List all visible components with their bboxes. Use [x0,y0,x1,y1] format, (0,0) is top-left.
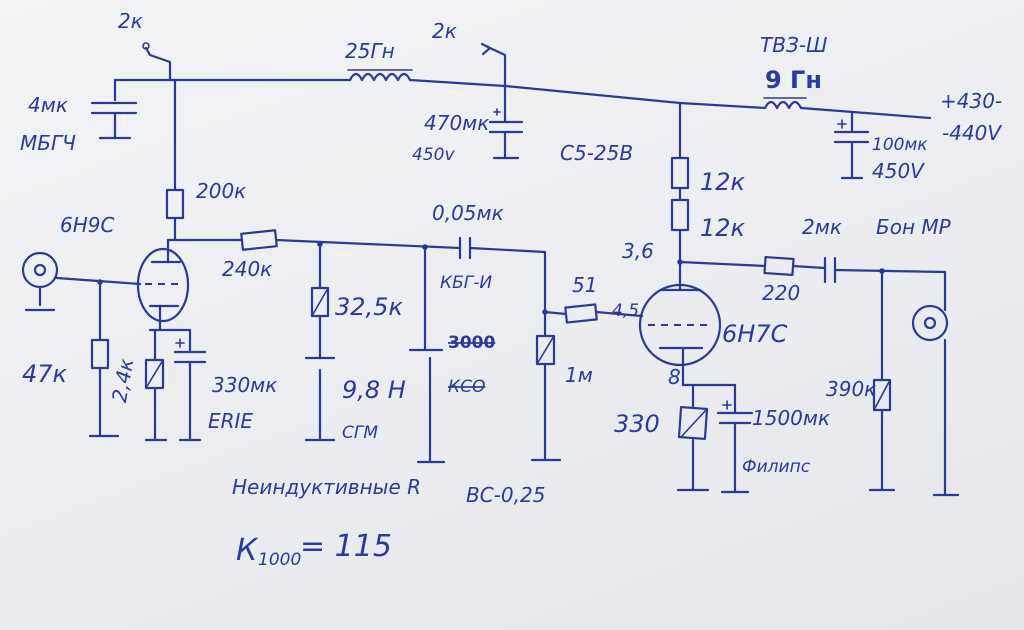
label-c-out-value: 2мк [802,215,842,239]
label-r-grid-v1: 47к [22,360,68,388]
label-c-out-brand: Бон МР [876,215,952,239]
label-c-filter-mid-part: C5-25B [560,141,633,165]
label-c-filter-right-value: 100мк [872,135,928,155]
label-transformer-value: 9 Гн [765,66,822,94]
label-r-out: 220 [762,281,800,305]
label-c-coupling-type: КБГ-И [440,273,492,293]
label-r-shunt-v1: 32,5к [335,293,403,321]
stage-2 [638,101,767,494]
label-tube-v1: 6Н9С [60,213,114,237]
label-choke-v1-brand: СГМ [342,423,378,443]
label-c-filter-left-value: 4мк [28,93,68,117]
label-c-cathode-v1-value: 330мк [212,373,277,397]
label-transformer-model: ТВЗ-Ш [760,33,827,57]
c-filter-right [833,111,870,180]
label-r-load: 390к [826,377,876,401]
label-pin-cathode-v2: 8 [668,365,681,389]
label-tube-v2: 6Н7С [722,320,788,348]
label-c-cathode-v1-brand: ERIE [208,409,253,433]
label-c-coupling-value: 0,05мк [432,201,504,225]
label-r-plate-v1: 200к [196,179,246,203]
label-c-filter-mid-voltage: 450v [412,145,455,165]
label-r-grid-stopper: 51 [572,273,597,297]
note-gain-symbol: К [236,533,259,568]
c-filter-left [90,78,172,140]
label-choke-main: 25Гн [345,39,395,63]
label-pin-plate-v2: 3,6 [622,239,654,263]
label-c-cathode-v2-brand: Филипс [742,457,811,477]
label-r-grid-v2: 1м [565,363,593,387]
stage-1 [21,78,244,442]
label-r-cathode-v1: 2,4к [107,357,138,404]
label-pin-grid-v2: 4,5 [612,301,639,321]
note-resistors: Неиндуктивные R [232,475,421,499]
label-c-filter-left-type: МБГЧ [20,131,76,155]
label-mid-tap: 2к [432,19,457,43]
label-r-cathode-v2: 330 [614,410,660,438]
label-r-plate-v2-a: 12к [700,168,746,196]
label-c-cathode-v2-value: 1500мк [752,406,830,430]
note-gain-value: = 115 [300,529,392,564]
note-resistors-type: ВС-0,25 [466,483,545,507]
label-voltage-bottom: -440V [942,121,1002,145]
supply-rail [142,42,932,120]
label-r-crossed-bottom: КСО [448,377,485,397]
label-choke-v1-value: 9,8 Н [342,376,406,404]
label-r-plate-v2-b: 12к [700,214,746,242]
label-c-filter-mid-value: 470мк [424,111,489,135]
label-r-series-v1: 240к [222,257,272,281]
output-stage [763,255,960,497]
interstage [240,229,644,464]
label-c-filter-right-voltage: 450V [872,159,925,183]
label-left-tap: 2к [118,9,143,33]
label-voltage-top: +430- [940,89,1002,113]
label-r-crossed-top: 3000 [448,333,495,353]
c-filter-mid [488,84,524,160]
note-gain-subscript: 1000 [258,550,301,570]
